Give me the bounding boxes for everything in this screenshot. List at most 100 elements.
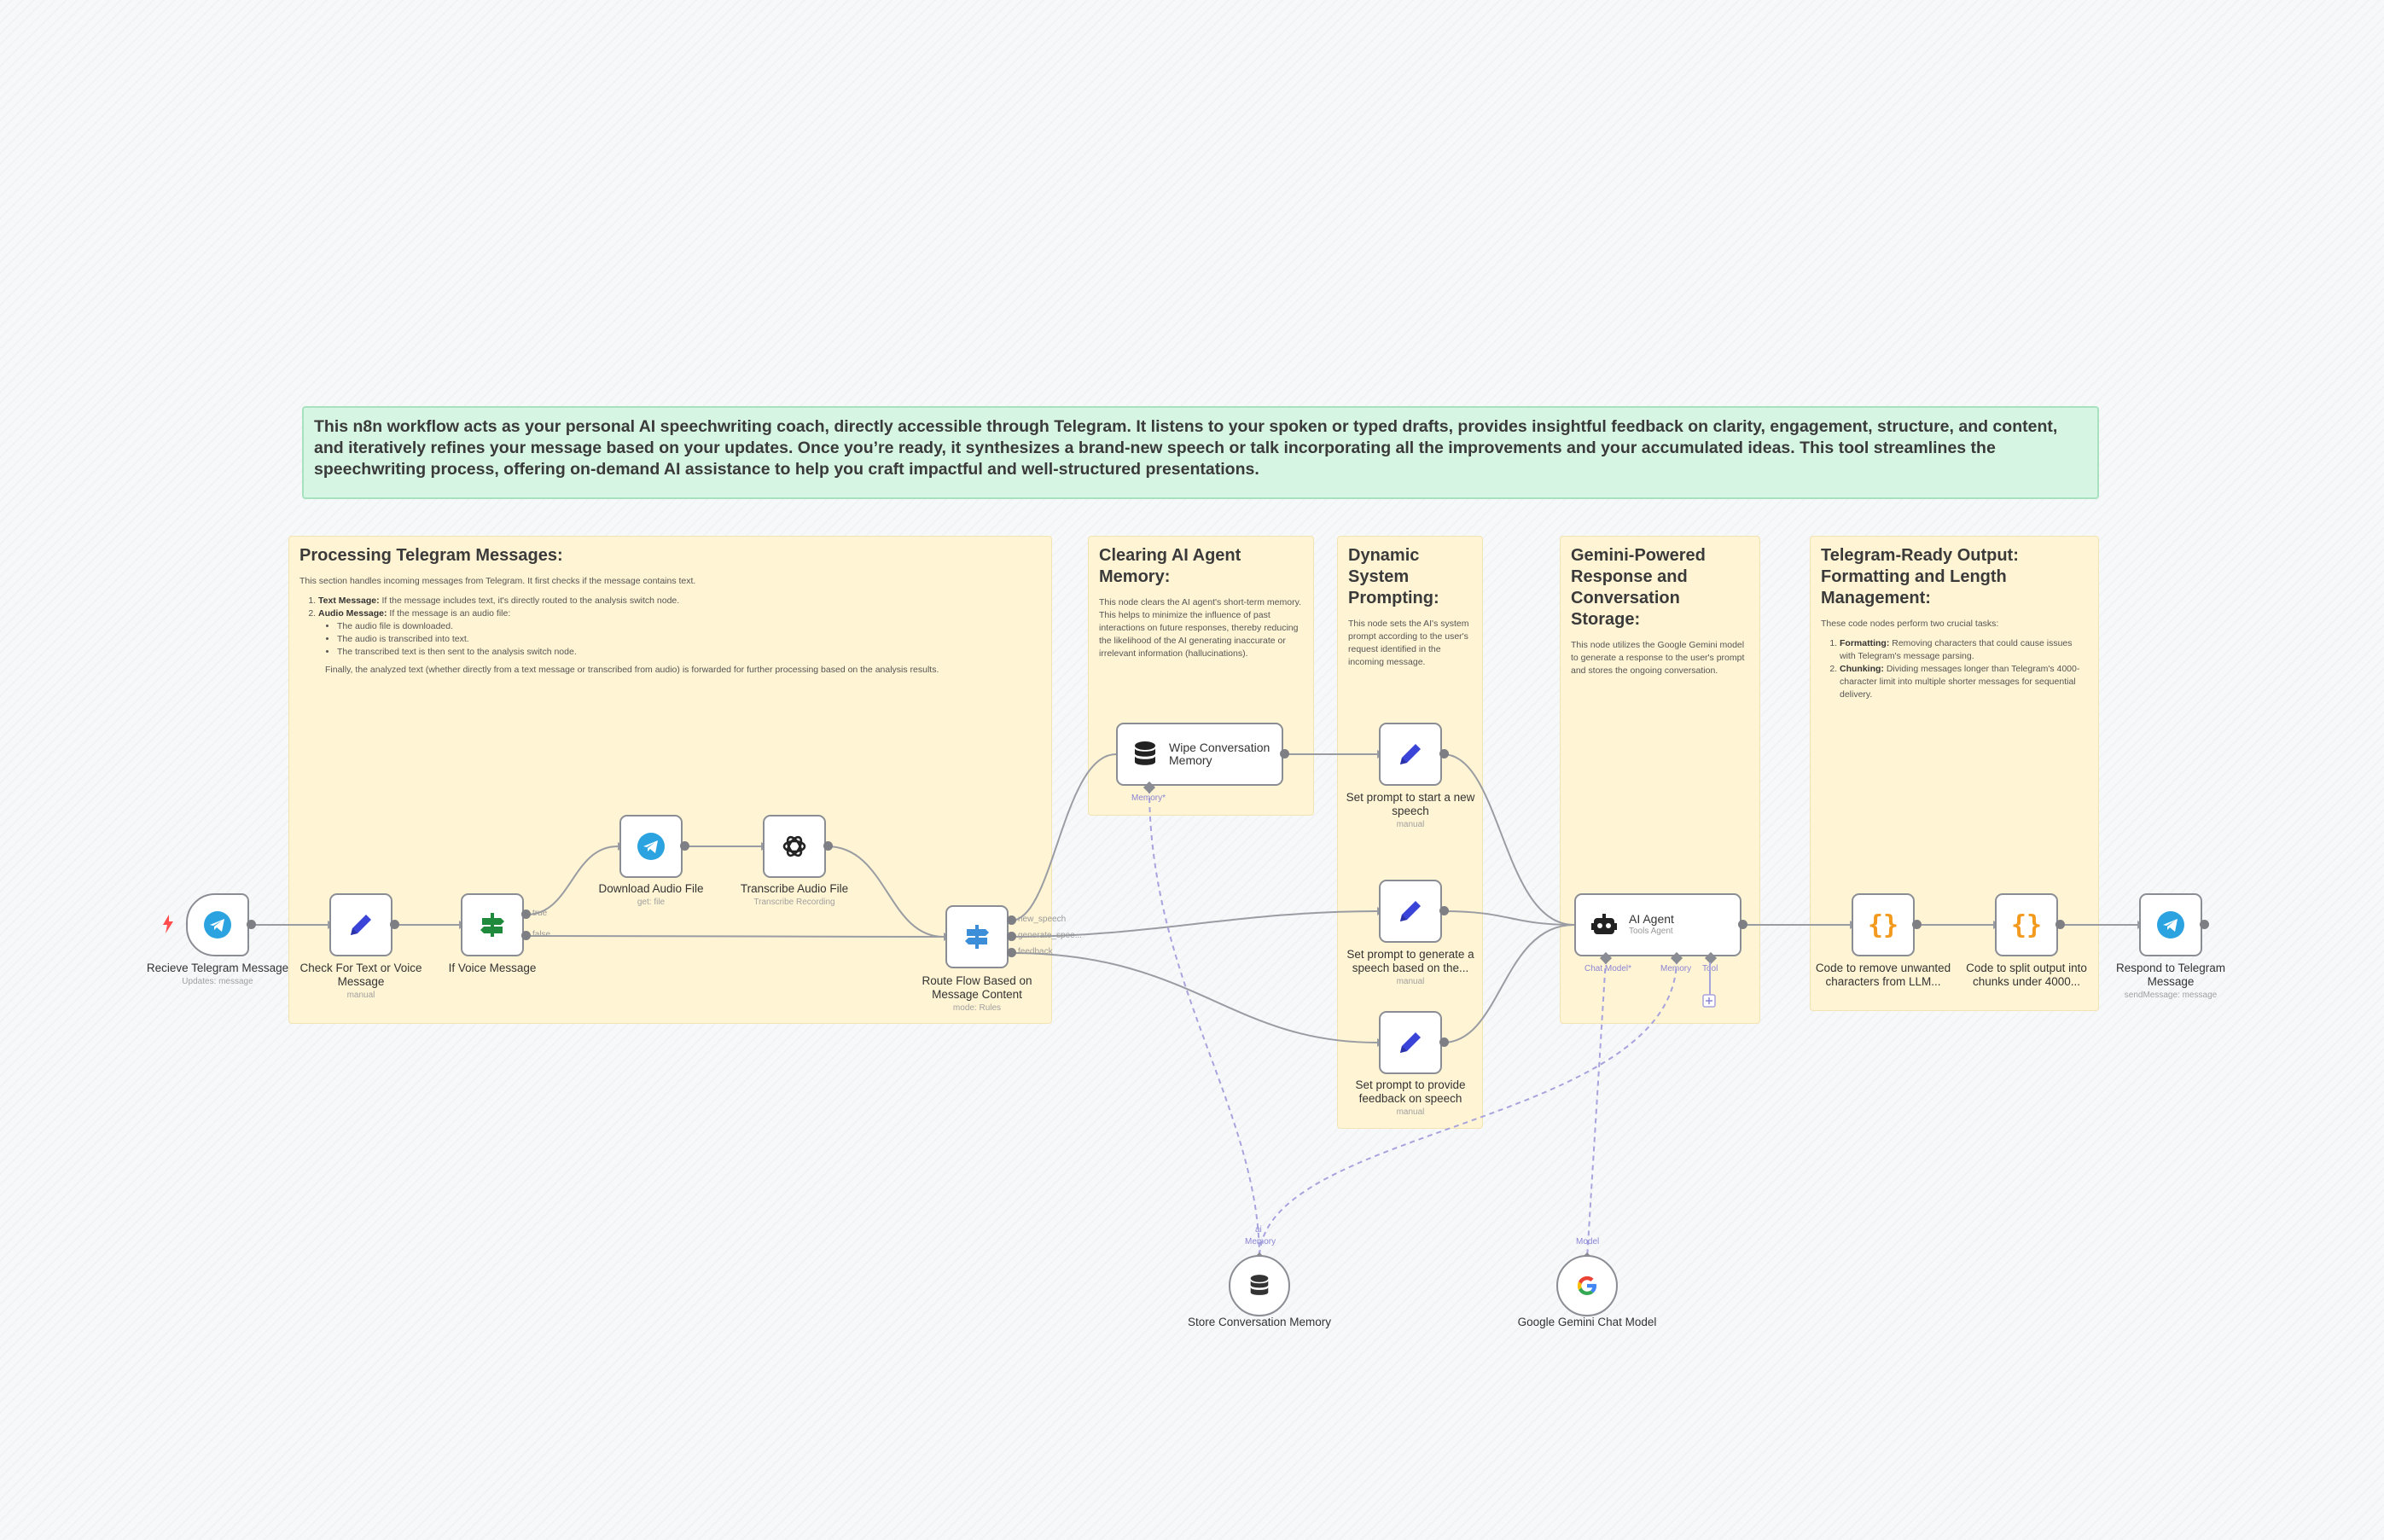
note-text: This section handles incoming messages f… — [299, 576, 696, 586]
note-list: Formatting: Removing characters that cou… — [1821, 637, 2088, 701]
wire-transcribe-route — [826, 846, 945, 938]
node-label: Set prompt to generate a speech based on… — [1346, 948, 1474, 986]
port-label: feedback — [1018, 947, 1053, 956]
node-respond-telegram-message[interactable] — [2139, 893, 2202, 956]
note-text: This node clears the AI agent's short-te… — [1099, 597, 1301, 659]
wire-if-download — [526, 846, 619, 915]
node-label: Set prompt to provide feedback on speech… — [1355, 1078, 1466, 1117]
note-title: Dynamic System Prompting: — [1348, 546, 1439, 607]
node-label: Code to remove unwanted characters from … — [1815, 962, 1951, 988]
add-tool-icon[interactable] — [1702, 994, 1716, 1008]
telegram-icon — [2157, 911, 2184, 939]
output-port[interactable] — [1280, 749, 1289, 758]
note-title: Gemini-Powered Response and Conversation… — [1571, 546, 1706, 629]
output-port-new-speech[interactable] — [1007, 915, 1016, 925]
pencil-icon — [1400, 744, 1421, 764]
node-check-text-or-voice[interactable] — [329, 893, 392, 956]
node-ai-agent[interactable]: AI Agent Tools Agent — [1574, 893, 1741, 956]
output-port[interactable] — [1912, 920, 1922, 929]
wire-route-wipe — [1010, 753, 1117, 921]
note-bullet: The audio file is downloaded. — [337, 620, 1041, 633]
workflow-description-note[interactable]: This n8n workflow acts as your personal … — [302, 406, 2099, 499]
node-set-prompt-feedback[interactable] — [1379, 1011, 1442, 1074]
node-subtitle: Tools Agent — [1629, 927, 1673, 936]
output-port[interactable] — [823, 841, 833, 851]
note-title: Clearing AI Agent Memory: — [1099, 546, 1241, 586]
output-port[interactable] — [680, 841, 689, 851]
pencil-icon — [351, 915, 371, 935]
ai-wire-agent-store — [1259, 958, 1678, 1259]
node-route-flow[interactable] — [945, 905, 1009, 968]
code-braces-icon: {} — [1867, 909, 1899, 940]
node-google-gemini-chat-model[interactable] — [1556, 1255, 1618, 1316]
output-port[interactable] — [1439, 906, 1449, 915]
port-label: false — [532, 930, 551, 939]
output-port[interactable] — [247, 920, 256, 929]
output-port-generate-speech[interactable] — [1007, 932, 1016, 941]
tool-connector-line — [1709, 962, 1711, 995]
output-port[interactable] — [1439, 749, 1449, 758]
output-port[interactable] — [1738, 920, 1747, 929]
note-text: Finally, the analyzed text (whether dire… — [325, 665, 939, 675]
database-icon — [1135, 741, 1155, 765]
node-set-prompt-new-speech[interactable] — [1379, 723, 1442, 786]
output-port[interactable] — [1439, 1037, 1449, 1047]
code-braces-icon: {} — [2010, 909, 2043, 940]
pencil-icon — [1400, 1032, 1421, 1053]
port-label: generate_spee... — [1018, 931, 1083, 940]
output-port[interactable] — [390, 920, 399, 929]
node-wipe-conversation-memory[interactable]: Wipe Conversation Memory — [1116, 723, 1283, 786]
output-port-true[interactable] — [521, 909, 531, 919]
node-code-split-output[interactable]: {} — [1995, 893, 2058, 956]
node-title: Wipe Conversation Memory — [1169, 741, 1270, 767]
node-receive-telegram-message[interactable] — [186, 893, 249, 956]
output-port-false[interactable] — [521, 931, 531, 940]
telegram-icon — [204, 911, 231, 939]
node-download-audio-file[interactable] — [619, 815, 683, 878]
output-port[interactable] — [2200, 920, 2209, 929]
wire-setnew-agent — [1442, 753, 1575, 926]
port-label: ai — [1255, 1225, 1262, 1235]
node-if-voice-message[interactable] — [461, 893, 524, 956]
note-title: Processing Telegram Messages: — [299, 546, 563, 565]
node-label: Google Gemini Chat Model — [1517, 1316, 1657, 1328]
wire-route-setgen — [1010, 910, 1378, 938]
wire-route-setfeedback — [1010, 952, 1378, 1043]
note-bullet: The transcribed text is then sent to the… — [337, 646, 1041, 659]
node-set-prompt-generate-speech[interactable] — [1379, 880, 1442, 943]
note-text: These code nodes perform two crucial tas… — [1821, 619, 1999, 629]
robot-icon — [1591, 914, 1617, 934]
wire-setgen-agent — [1442, 910, 1575, 926]
node-label: Store Conversation Memory — [1187, 1316, 1332, 1328]
note-bullet: The audio is transcribed into text. — [337, 633, 1041, 646]
node-label: If Voice Message — [448, 962, 537, 974]
note-list-item: Text Message: If the message includes te… — [318, 595, 1041, 607]
note-title: Telegram-Ready Output: Formatting and Le… — [1821, 546, 2019, 607]
port-label: true — [532, 909, 548, 918]
switch-icon — [965, 925, 989, 949]
note-list-item: Audio Message: If the message is an audi… — [318, 607, 1041, 659]
note-list-item: Chunking: Dividing messages longer than … — [1840, 663, 2088, 701]
output-port[interactable] — [2055, 920, 2065, 929]
telegram-icon — [637, 833, 665, 860]
pencil-icon — [1400, 901, 1421, 921]
openai-icon — [782, 835, 806, 857]
ai-wire-agent-gemini — [1586, 958, 1607, 1259]
output-port-feedback[interactable] — [1007, 948, 1016, 957]
node-store-conversation-memory[interactable] — [1229, 1255, 1290, 1316]
node-transcribe-audio-file[interactable] — [763, 815, 826, 878]
note-list-item: Formatting: Removing characters that cou… — [1840, 637, 2088, 663]
port-label: Memory — [1660, 964, 1692, 973]
wire-setfeedback-agent — [1442, 924, 1575, 1043]
port-label: Memory — [1245, 1237, 1276, 1247]
port-label: Memory* — [1131, 793, 1166, 803]
node-code-remove-characters[interactable]: {} — [1852, 893, 1915, 956]
note-processing-telegram[interactable]: Processing Telegram Messages: This secti… — [288, 536, 1052, 1024]
